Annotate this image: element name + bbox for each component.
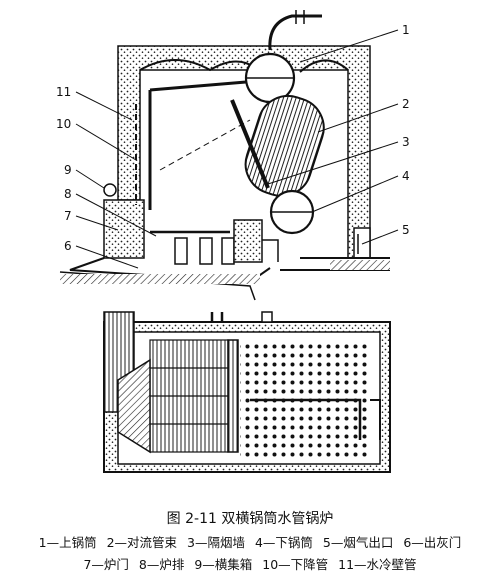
legend-item: 9—横集箱 (194, 557, 253, 572)
legend-item: 11—水冷壁管 (338, 557, 417, 572)
legend-item: 8—炉排 (138, 557, 185, 572)
callout-8: 8 (64, 187, 72, 201)
callout-11: 11 (56, 85, 71, 99)
legend-item: 4—下锅筒 (254, 535, 313, 550)
callout-leaders (75, 29, 399, 269)
callout-2: 2 (402, 97, 410, 111)
callout-7: 7 (64, 209, 72, 223)
legend-line-2: 7—炉门 8—炉排 9—横集箱 10—下降管 11—水冷壁管 (0, 554, 500, 573)
legend-item: 10—下降管 (262, 557, 329, 572)
legend-item: 6—出灰门 (403, 535, 462, 550)
legend-item: 3—隔烟墙 (187, 535, 245, 550)
callout-4: 4 (402, 169, 410, 183)
callout-5: 5 (402, 223, 410, 237)
callout-labels: 1 2 3 4 5 6 7 8 9 10 11 (56, 23, 410, 253)
side-elevation (59, 10, 390, 301)
legend-line-1: 1—上锅筒 2—对流管束 3—隔烟墙 4—下锅筒 5—烟气出口 6—出灰门 (0, 532, 500, 551)
callout-3: 3 (402, 135, 410, 149)
legend-item: 2—对流管束 (106, 535, 178, 550)
legend-item: 1—上锅筒 (38, 535, 97, 550)
callout-6: 6 (64, 239, 72, 253)
boiler-diagram: 1 2 3 4 5 6 7 8 9 10 11 (56, 10, 410, 473)
callout-9: 9 (64, 163, 72, 177)
callout-1: 1 (402, 23, 410, 37)
legend-item: 7—炉门 (83, 557, 129, 572)
legend-item: 5—烟气出口 (322, 535, 394, 550)
callout-10: 10 (56, 117, 71, 131)
plan-view (103, 311, 391, 473)
figure-caption: 图 2-11 双横锅筒水管锅炉 (166, 511, 334, 527)
